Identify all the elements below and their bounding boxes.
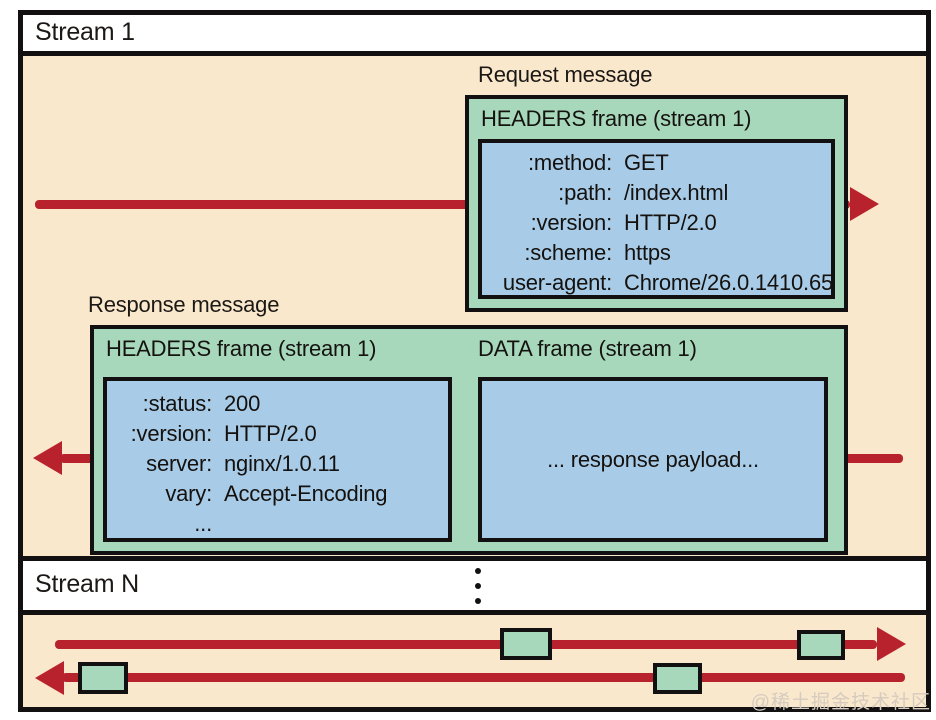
header-row: :scheme: https xyxy=(524,240,671,265)
header-row: :status: 200 xyxy=(142,391,261,416)
stream1-band: Stream 1 xyxy=(23,15,926,56)
response-frames: HEADERS frame (stream 1) DATA frame (str… xyxy=(90,325,848,555)
response-headers-frame-title: HEADERS frame (stream 1) xyxy=(106,336,377,361)
request-headers-list: :method: GET :path: /index.html :version… xyxy=(482,143,834,298)
streamN-label: Stream N xyxy=(35,570,139,598)
frame-block xyxy=(500,628,552,660)
header-row: server: nginx/1.0.11 xyxy=(146,451,340,476)
header-row: :method: GET xyxy=(527,150,669,175)
request-frame-title: HEADERS frame (stream 1) xyxy=(481,106,752,131)
stream1-body: Request message HEADERS frame (stream 1)… xyxy=(23,56,926,561)
header-row: vary: Accept-Encoding xyxy=(165,481,388,506)
streamN-right-arrow-head-icon xyxy=(877,627,906,661)
response-message-label: Response message xyxy=(88,292,280,317)
request-arrow-line xyxy=(35,200,850,209)
header-row: user-agent: Chrome/26.0.1410.65 xyxy=(502,270,834,295)
frame-block xyxy=(78,662,128,694)
streamN-body xyxy=(23,615,926,707)
request-headers-box: :method: GET :path: /index.html :version… xyxy=(478,139,835,299)
response-headers-box: :status: 200 :version: HTTP/2.0 server: … xyxy=(103,377,452,542)
streamN-band: Stream N xyxy=(23,561,926,615)
frame-block xyxy=(797,630,845,660)
response-arrow-head-icon xyxy=(33,441,62,475)
response-data-box: ... response payload... xyxy=(478,377,828,542)
request-arrow-head-icon xyxy=(850,187,879,221)
request-headers-frame: HEADERS frame (stream 1) :method: GET :p… xyxy=(465,95,848,312)
stream1-label: Stream 1 xyxy=(35,18,135,46)
streamN-left-arrow-head-icon xyxy=(35,661,64,695)
streamN-left-arrow-line xyxy=(62,673,905,682)
header-row: :version: HTTP/2.0 xyxy=(530,210,717,235)
response-headers-list: :status: 200 :version: HTTP/2.0 server: … xyxy=(107,381,448,539)
header-row: :version: HTTP/2.0 xyxy=(130,421,317,446)
watermark: @稀土掘金技术社区 xyxy=(750,692,931,713)
outer-frame: Stream 1 Request message HEADERS frame (… xyxy=(18,10,931,712)
streamN-right-arrow-line xyxy=(55,640,877,649)
vertical-ellipsis-icon xyxy=(475,568,482,604)
header-row: ... xyxy=(194,511,212,536)
request-message-label: Request message xyxy=(478,62,653,87)
frame-block xyxy=(653,663,702,694)
response-data-frame-title: DATA frame (stream 1) xyxy=(478,336,697,361)
response-payload-text: ... response payload... xyxy=(547,446,759,472)
header-row: :path: /index.html xyxy=(558,180,729,205)
